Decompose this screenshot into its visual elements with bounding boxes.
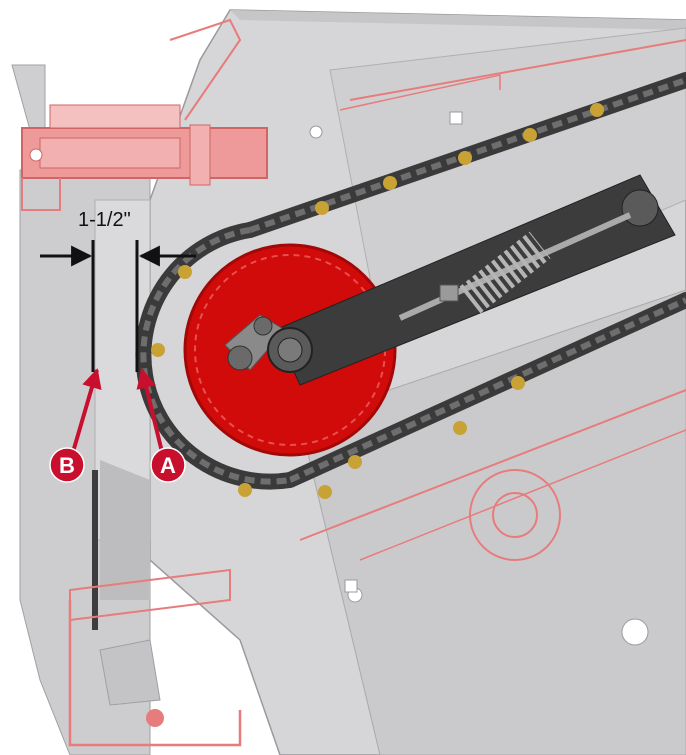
tension-spring-icon — [398, 212, 632, 321]
callout-arrows — [71, 368, 164, 453]
chain-lower-run — [282, 292, 686, 488]
pivot-block — [21, 18, 268, 211]
callout-a: A — [150, 447, 186, 483]
callout-a-label: A — [160, 453, 176, 478]
callout-bubble-icon — [49, 447, 85, 483]
chain-bolts — [151, 103, 604, 499]
callout-b-label: B — [59, 453, 75, 478]
dimension-label: 1-1/2" — [78, 209, 131, 231]
callout-bubble-icon — [150, 447, 186, 483]
dimension-lines — [40, 240, 196, 372]
callout-b: B — [49, 447, 85, 483]
